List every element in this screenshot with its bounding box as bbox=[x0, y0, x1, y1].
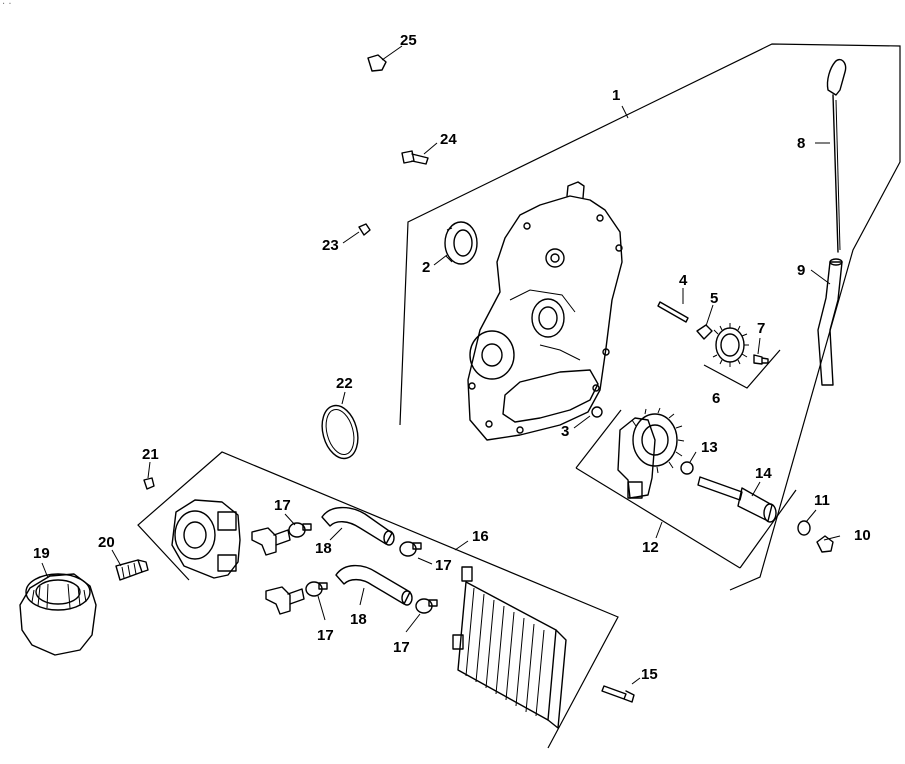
frame-6-boundary bbox=[703, 349, 781, 389]
callout-15: 15 bbox=[641, 666, 658, 683]
callout-11: 11 bbox=[814, 492, 830, 509]
filter-adapter-nipple bbox=[115, 559, 149, 581]
callout-22: 22 bbox=[336, 375, 353, 392]
cover-bolt bbox=[401, 150, 429, 165]
callout-8: 8 bbox=[797, 135, 805, 152]
callout-17d: 17 bbox=[393, 639, 410, 656]
pin bbox=[657, 301, 689, 323]
dipstick-tube bbox=[817, 258, 843, 386]
drain-washer bbox=[797, 520, 811, 536]
callout-2: 2 bbox=[422, 259, 430, 276]
leader-lines bbox=[41, 45, 841, 685]
breather-fitting bbox=[358, 223, 371, 236]
frame-1-boundary bbox=[399, 43, 901, 591]
callout-14: 14 bbox=[755, 465, 772, 482]
oil-pump bbox=[617, 407, 685, 499]
hose-clamp-top-right bbox=[399, 541, 422, 557]
dipstick bbox=[826, 58, 847, 253]
governor-gear bbox=[712, 323, 749, 367]
oil-cooler bbox=[452, 566, 567, 729]
washer bbox=[696, 324, 713, 340]
callout-25: 25 bbox=[400, 32, 417, 49]
oil-filter bbox=[19, 573, 97, 656]
callout-17c: 17 bbox=[317, 627, 334, 644]
frame-12-right bbox=[739, 489, 797, 569]
frame-12-boundary bbox=[575, 409, 622, 469]
callout-9: 9 bbox=[797, 262, 805, 279]
hose-clamp-top-left bbox=[288, 522, 312, 538]
hose-lower bbox=[335, 564, 413, 606]
callout-17b: 17 bbox=[435, 557, 452, 574]
frame-12-bottom bbox=[575, 467, 741, 569]
callout-3: 3 bbox=[561, 423, 569, 440]
callout-labels: 1 2 3 4 5 6 7 8 9 10 11 12 13 14 15 16 1… bbox=[33, 32, 871, 683]
frame-16-boundary bbox=[137, 451, 619, 749]
callout-10: 10 bbox=[854, 527, 871, 544]
callout-6: 6 bbox=[712, 390, 720, 407]
o-ring-pump bbox=[680, 461, 694, 475]
mounting-screw bbox=[601, 685, 635, 703]
relief-valve bbox=[697, 476, 777, 523]
hose-fitting-upper bbox=[251, 527, 291, 556]
top-fitting bbox=[367, 54, 387, 72]
crankcase-cover bbox=[467, 181, 623, 441]
callout-5: 5 bbox=[710, 290, 718, 307]
callout-18b: 18 bbox=[350, 611, 367, 628]
callout-1: 1 bbox=[612, 87, 620, 104]
small-plug bbox=[143, 477, 155, 490]
hose-upper bbox=[321, 506, 395, 546]
large-o-ring bbox=[321, 404, 359, 460]
callout-17a: 17 bbox=[274, 497, 291, 514]
drain-plug bbox=[816, 535, 834, 553]
hose-clamp-bottom-left bbox=[305, 581, 328, 597]
callout-21: 21 bbox=[142, 446, 159, 463]
callout-16: 16 bbox=[472, 528, 489, 545]
callout-19: 19 bbox=[33, 545, 50, 562]
callout-13: 13 bbox=[701, 439, 718, 456]
callout-4: 4 bbox=[679, 272, 688, 289]
callout-18a: 18 bbox=[315, 540, 332, 557]
callout-24: 24 bbox=[440, 131, 457, 148]
governor-bolt bbox=[753, 354, 769, 365]
hose-clamp-bottom-right bbox=[415, 598, 438, 614]
callout-7: 7 bbox=[757, 320, 765, 337]
callout-12: 12 bbox=[642, 539, 659, 556]
filter-adapter bbox=[171, 499, 241, 579]
hose-fitting-lower bbox=[265, 586, 305, 615]
o-ring-small bbox=[591, 406, 603, 418]
callout-23: 23 bbox=[322, 237, 339, 254]
callout-20: 20 bbox=[98, 534, 115, 551]
corner-mark: . . bbox=[2, 0, 12, 7]
oil-seal bbox=[444, 221, 478, 265]
